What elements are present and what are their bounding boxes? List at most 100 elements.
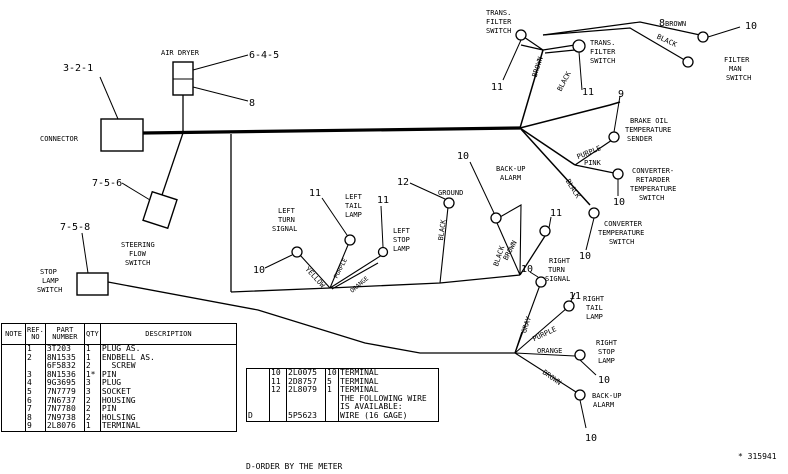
rear-left-lamps (299, 204, 522, 290)
right-stop-lamp-connector (574, 349, 586, 361)
cell-ref (269, 394, 287, 404)
back-up-alarm-top-num-right: 11 (550, 208, 562, 219)
cell-note (2, 379, 26, 388)
trans-filter-switch-1-connector (515, 29, 527, 41)
cell-ref: 6 (25, 396, 46, 406)
right-turn-signal-label-3: SIGNAL (545, 275, 570, 283)
stop-lamp-switch-label-2: LAMP (42, 277, 59, 285)
cell-ref: 5 (25, 387, 46, 397)
filter-man-switch-connector-1 (697, 31, 709, 43)
cell-qty: 2 (83, 413, 101, 423)
left-tail-lamp-label-2: TAIL (345, 202, 362, 210)
steering-flow-switch: 7-5-6 STEERING FLOW SWITCH (92, 132, 184, 267)
right-tail-lamp-num: 11 (569, 291, 581, 302)
converter-temp-switch-label-1: CONVERTER (604, 220, 643, 228)
converter-retarder-switch-label-2: RETARDER (636, 176, 671, 184)
cell-part: 9G3695 (44, 379, 85, 388)
steering-flow-switch-ref: 7-5-6 (92, 178, 122, 189)
trans-filter-switch-1-num: 11 (491, 82, 503, 93)
left-turn-signal-connector (291, 246, 303, 258)
connector-body (100, 118, 144, 152)
cell-note (2, 405, 26, 414)
cell-ref: 9 (25, 421, 46, 432)
cell-part: 8N1535 (44, 353, 85, 363)
steering-flow-switch-label-2: FLOW (129, 250, 147, 258)
right-tail-lamp-label-1: RIGHT (583, 295, 605, 303)
left-tail-lamp-connector (344, 234, 356, 246)
back-up-alarm-bottom-num: 10 (585, 433, 597, 444)
cell-part: 8N1536 (44, 370, 85, 380)
cell-qty (325, 403, 339, 412)
cell-desc: SOCKET (99, 387, 237, 397)
cell-qty: 5 (325, 377, 339, 387)
air-dryer-label: AIR DRYER (161, 49, 200, 57)
cell-note (2, 345, 26, 354)
left-turn-signal-label-3: SIGNAL (272, 225, 297, 233)
brake-oil-sender-connector (608, 131, 620, 143)
wire-black-trans-2: BLACK (556, 70, 573, 93)
cell-desc: THE FOLLOWING WIRE (338, 394, 439, 404)
left-stop-lamp-label-1: LEFT (393, 227, 411, 235)
connector-label: CONNECTOR (40, 135, 79, 143)
cell-qty: 3 (83, 387, 101, 397)
header-qty: QTY (83, 323, 101, 345)
trans-filter-switch-1-label-2: FILTER (486, 18, 512, 26)
cell-note (247, 378, 270, 387)
wire-brown-right: BROWN (541, 368, 563, 387)
drawing-number-value: 315941 (747, 452, 777, 461)
wire-brown-trans-1: BROWN (531, 56, 545, 79)
cell-desc: SCREW (99, 362, 237, 371)
converter-retarder-switch-num: 10 (613, 197, 625, 208)
cell-note (247, 386, 270, 395)
cell-desc: WIRE (16 GAGE) (338, 411, 439, 422)
main-harness (107, 49, 621, 354)
cell-qty: 3 (83, 379, 101, 388)
ground-num: 12 (397, 177, 409, 188)
wire-yellow: YELLOW (303, 265, 326, 290)
cell-desc: PLUG AS. (99, 344, 237, 354)
left-tail-lamp-label-1: LEFT (345, 193, 363, 201)
rear-right-lamps (514, 284, 577, 393)
cell-desc: TERMINAL (338, 386, 439, 395)
right-stop-lamp-label-3: LAMP (598, 357, 615, 365)
drawing-prefix: * (738, 452, 743, 461)
filter-man-switch-label-3: SWITCH (726, 74, 751, 82)
filter-man-switch-num: 10 (745, 21, 757, 32)
back-up-alarm-top: 10 11 BACK-UP ALARM BLACK BROWN (457, 151, 562, 267)
right-tail-lamp-label-3: LAMP (586, 313, 603, 321)
ground-label: GROUND (438, 189, 463, 197)
cell-desc: HOUSING (99, 396, 237, 406)
cell-part: 2L8079 (286, 386, 326, 395)
trans-filter-switch-2-connector (572, 39, 586, 53)
drawing-number: * 315941 (738, 452, 777, 461)
left-stop-lamp-num: 11 (377, 195, 389, 206)
table-row: THE FOLLOWING WIRE (247, 394, 439, 404)
right-turn-signal-num: 10 (521, 264, 533, 275)
parts-table: NOTE REF. NO PART NUMBER QTY DESCRIPTION… (1, 323, 238, 432)
converter-retarder-switch: 10 PINK CONVERTER- RETARDER TEMPERATURE … (574, 159, 676, 208)
cell-desc: TERMINAL (99, 421, 237, 432)
footnote: D-ORDER BY THE METER (246, 462, 343, 471)
right-tail-lamp-connector (563, 300, 575, 312)
back-up-alarm-top-num-left: 10 (457, 151, 469, 162)
cell-note (2, 397, 26, 406)
right-turn-signal: 10 RIGHT TURN SIGNAL GRAY (520, 257, 571, 334)
cell-qty: 2 (83, 362, 101, 371)
left-turn-signal-label-2: TURN (278, 216, 295, 224)
wire-purple-left: PURPLE (333, 257, 350, 280)
left-tail-lamp-label-3: LAMP (345, 211, 362, 219)
cell-qty: 10 (325, 368, 339, 378)
left-tail-lamp-num: 11 (309, 188, 321, 199)
cell-ref: 8 (25, 413, 46, 423)
right-tail-lamp-label-2: TAIL (586, 304, 603, 312)
right-stop-lamp-num: 10 (598, 375, 610, 386)
left-stop-lamp-label-3: LAMP (393, 245, 410, 253)
wire-gray: GRAY (520, 315, 533, 334)
cell-note (2, 414, 26, 423)
